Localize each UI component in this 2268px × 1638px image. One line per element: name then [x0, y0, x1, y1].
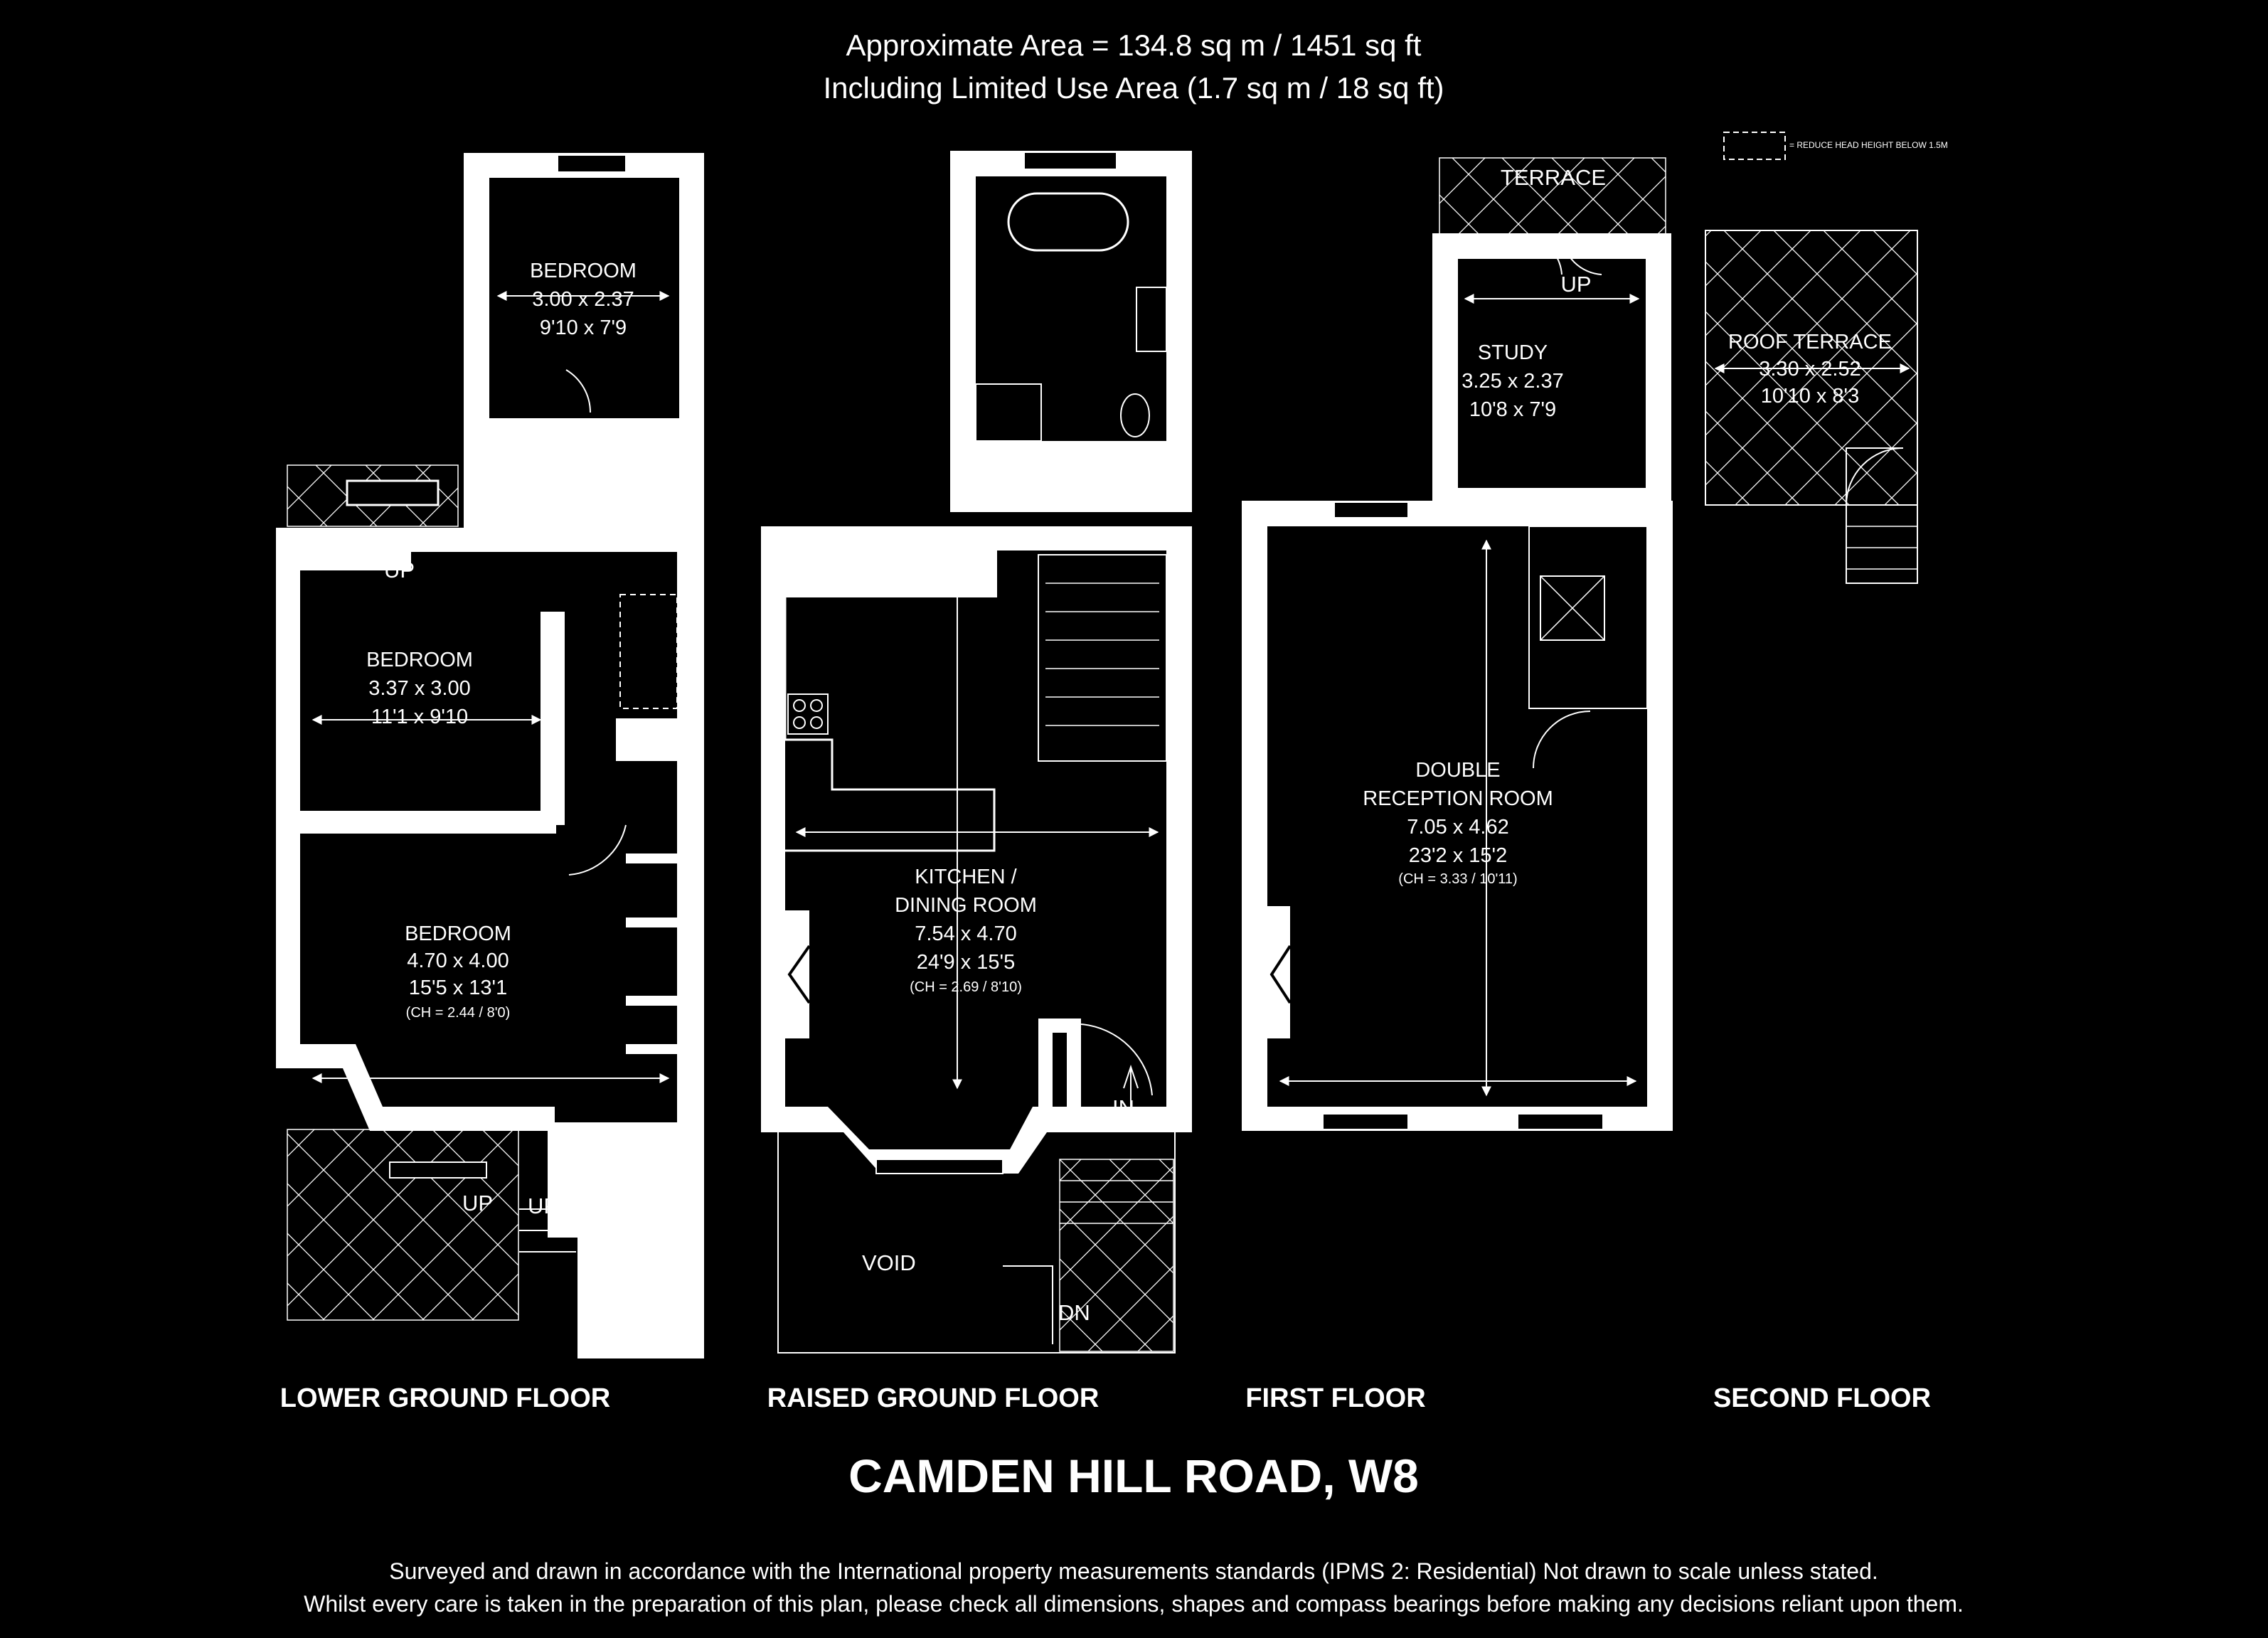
lg-up-label-rear: UP — [572, 482, 602, 507]
ff-reception-name-2: RECEPTION ROOM — [1363, 787, 1553, 810]
lg-rear-bedroom-imperial: 9'10 x 7'9 — [540, 317, 627, 339]
property-address: CAMDEN HILL ROAD, W8 — [848, 1450, 1419, 1502]
ff-study-name: STUDY — [1478, 341, 1548, 364]
floor-name-second: SECOND FLOOR — [1713, 1383, 1931, 1413]
ff-reception-metric: 7.05 x 4.62 — [1407, 816, 1509, 839]
ff-reception-imperial: 23'2 x 15'2 — [1409, 844, 1507, 867]
ff-up-label: UP — [1560, 272, 1591, 297]
rg-kitchen-name-1: KITCHEN / — [915, 866, 1017, 888]
legend: = REDUCE HEAD HEIGHT BELOW 1.5M — [1723, 132, 1948, 160]
lg-up-label-stairs: UP — [528, 1193, 558, 1218]
sf-roof-terrace-metric: 3.30 x 2.52 — [1759, 358, 1861, 381]
footer-disclaimer-1: Surveyed and drawn in accordance with th… — [389, 1558, 1878, 1584]
lg-mid-bedroom-metric: 3.37 x 3.00 — [368, 677, 471, 700]
sf-roof-terrace-name: ROOF TERRACE — [1728, 331, 1892, 353]
ff-study-metric: 3.25 x 2.37 — [1462, 370, 1564, 393]
sf-roof-terrace-imperial: 10'10 x 8'3 — [1761, 385, 1859, 408]
lg-front-bedroom-ceiling: (CH = 2.44 / 8'0) — [406, 1005, 511, 1021]
lg-up-label-front: UP — [462, 1191, 493, 1216]
lg-front-bedroom-imperial: 15'5 x 13'1 — [409, 977, 507, 999]
footer-disclaimer-2: Whilst every care is taken in the prepar… — [304, 1591, 1964, 1617]
raised-ground-floor-plan — [761, 151, 1192, 1354]
floor-name-lower-ground: LOWER GROUND FLOOR — [280, 1383, 610, 1413]
first-floor-plan — [1242, 157, 1673, 1131]
ff-terrace-label: TERRACE — [1501, 165, 1606, 190]
rg-kitchen-imperial: 24'9 x 15'5 — [917, 951, 1015, 974]
legend-text: = REDUCE HEAD HEIGHT BELOW 1.5M — [1789, 140, 1948, 150]
rg-void-label: VOID — [862, 1250, 916, 1275]
rg-entrance-label: IN — [1112, 1095, 1134, 1120]
lower-ground-floor-plan — [276, 153, 704, 1358]
ff-reception-name-1: DOUBLE — [1415, 759, 1500, 782]
rg-kitchen-ceiling: (CH = 2.69 / 8'10) — [910, 979, 1022, 995]
second-floor-plan — [1705, 230, 1918, 584]
lg-mid-bedroom-imperial: 11'1 x 9'10 — [371, 706, 468, 728]
lg-rear-bedroom-metric: 3.00 x 2.37 — [532, 288, 634, 311]
ff-study-imperial: 10'8 x 7'9 — [1469, 398, 1556, 421]
lg-up-label-terrace: UP — [384, 558, 415, 583]
floor-name-raised-ground: RAISED GROUND FLOOR — [767, 1383, 1100, 1413]
lg-rear-bedroom-name: BEDROOM — [530, 260, 637, 282]
rg-down-label: DN — [1058, 1300, 1090, 1325]
lg-front-bedroom-name: BEDROOM — [405, 922, 511, 945]
rg-kitchen-metric: 7.54 x 4.70 — [915, 922, 1017, 945]
approximate-area-text: Approximate Area = 134.8 sq m / 1451 sq … — [846, 28, 1422, 62]
lg-front-bedroom-metric: 4.70 x 4.00 — [407, 950, 509, 972]
ff-reception-ceiling: (CH = 3.33 / 10'11) — [1398, 871, 1517, 887]
lg-mid-bedroom-name: BEDROOM — [366, 649, 473, 671]
limited-use-area-text: Including Limited Use Area (1.7 sq m / 1… — [823, 71, 1444, 105]
floor-name-first: FIRST FLOOR — [1245, 1383, 1425, 1413]
rg-kitchen-name-2: DINING ROOM — [895, 894, 1037, 917]
